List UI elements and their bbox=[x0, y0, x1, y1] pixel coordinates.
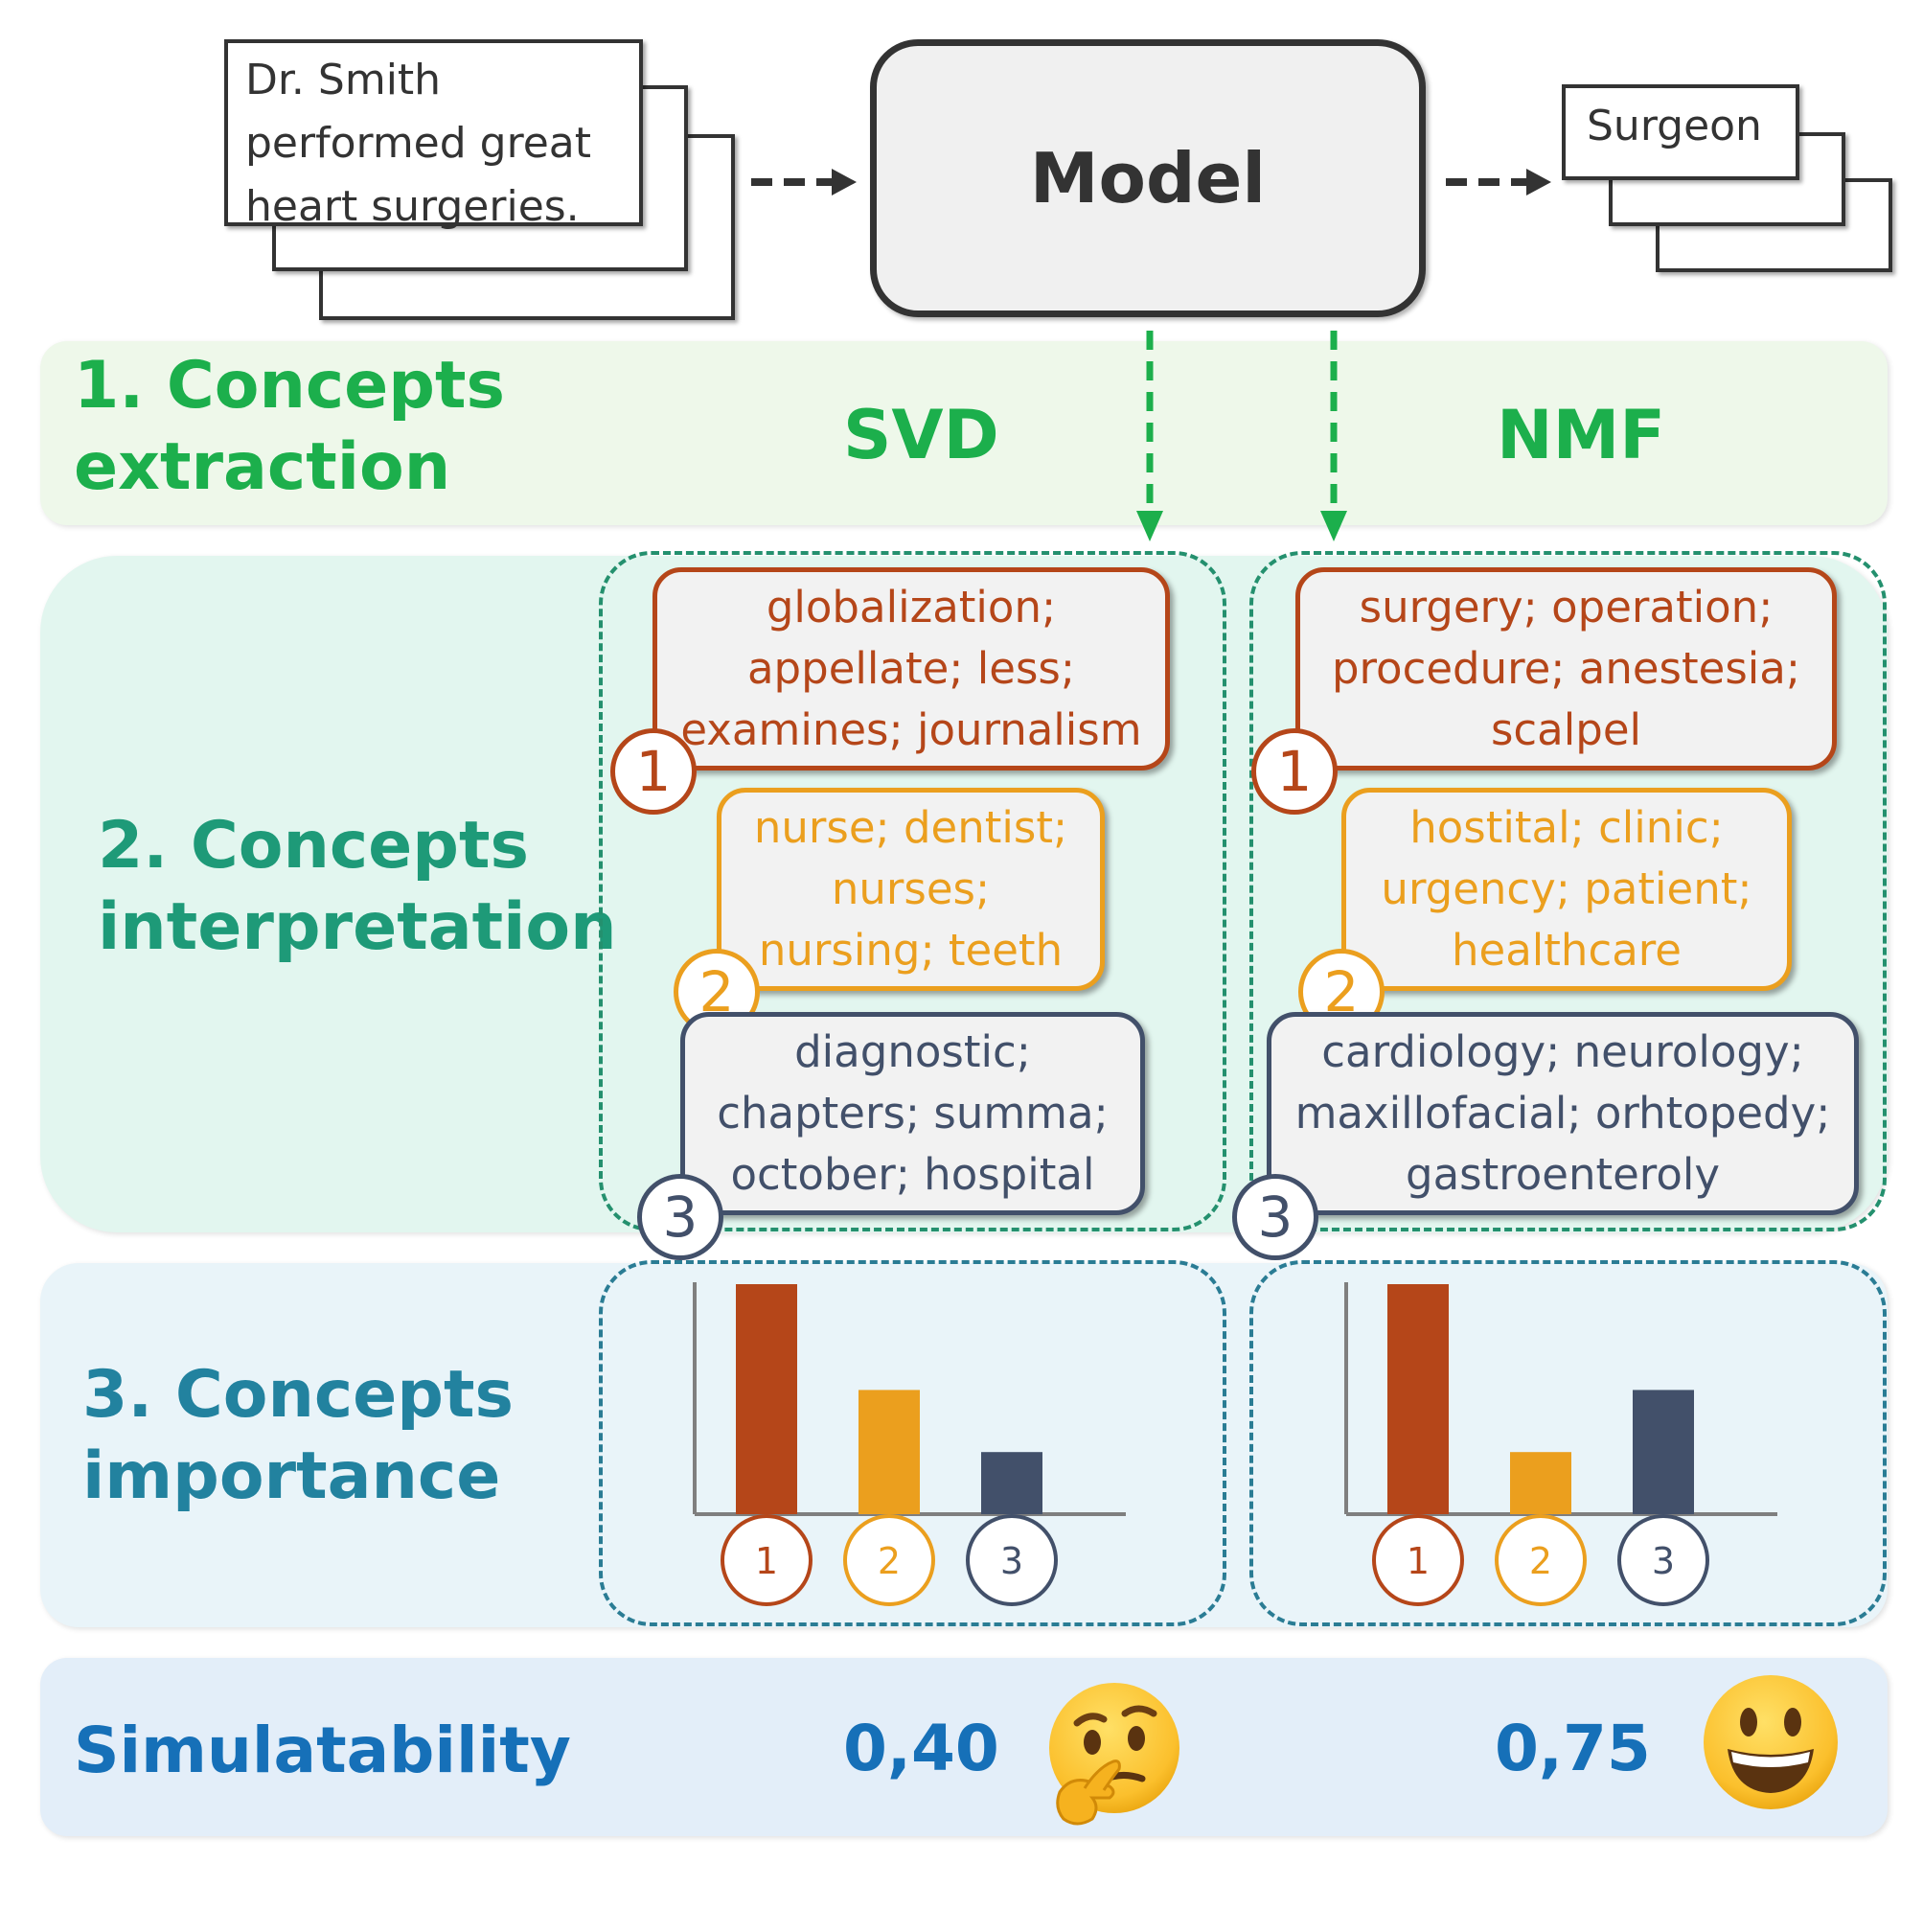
nmf-concept-1-badge: 1 bbox=[1251, 728, 1338, 815]
svd-tick-label-3: 3 bbox=[1000, 1540, 1023, 1582]
nmf-tick-label-3: 3 bbox=[1652, 1540, 1675, 1582]
nmf-concept-2-box: hostital; clinic; urgency; patient; heal… bbox=[1341, 788, 1792, 991]
extraction-band bbox=[40, 341, 1888, 525]
input-card-front: Dr. Smith performed great heart surgerie… bbox=[224, 39, 643, 231]
nmf-concept-1-words: surgery; operation; procedure; anestesia… bbox=[1331, 582, 1801, 755]
svd-concept-1-number: 1 bbox=[635, 739, 672, 804]
nmf-tick-badge-2 bbox=[1495, 1514, 1587, 1606]
svd-concept-2-box: nurse; dentist; nurses; nursing; teeth bbox=[717, 788, 1105, 991]
nmf-importance-chart: 1 2 3 bbox=[1344, 1282, 1777, 1606]
svd-simulatability-score: 0,40 bbox=[843, 1712, 999, 1785]
nmf-concept-1-box: surgery; operation; procedure; anestesia… bbox=[1295, 567, 1837, 770]
simulatability-band bbox=[40, 1658, 1888, 1836]
model-label: Model bbox=[1029, 138, 1267, 218]
nmf-concept-group bbox=[1249, 551, 1887, 1231]
svd-tick-label-2: 2 bbox=[878, 1540, 901, 1582]
model-box: Model bbox=[870, 39, 1426, 317]
svd-tick-badge-3 bbox=[966, 1514, 1058, 1606]
svd-tick-badge-1 bbox=[721, 1514, 813, 1606]
svd-concept-3-number: 3 bbox=[662, 1184, 698, 1250]
nmf-method-label: NMF bbox=[1497, 396, 1666, 474]
nmf-concept-3-box: cardiology; neurology; maxillofacial; or… bbox=[1267, 1012, 1859, 1215]
svd-concept-1-words: globalization; appellate; less; examines… bbox=[680, 582, 1142, 755]
nmf-concept-1-number: 1 bbox=[1276, 739, 1313, 804]
svd-concept-3-words: diagnostic; chapters; summa; october; ho… bbox=[717, 1026, 1109, 1200]
importance-title: 3. Concepts importance bbox=[82, 1357, 514, 1514]
nmf-tick-label-1: 1 bbox=[1407, 1540, 1430, 1582]
svd-bar-3 bbox=[981, 1452, 1042, 1514]
nmf-tick-label-2: 2 bbox=[1529, 1540, 1552, 1582]
model-to-svd-arrow bbox=[1136, 331, 1163, 541]
svd-concept-group bbox=[599, 551, 1226, 1231]
svd-concept-3-box: diagnostic; chapters; summa; october; ho… bbox=[680, 1012, 1145, 1215]
nmf-tick-badge-1 bbox=[1372, 1514, 1464, 1606]
grinning-face-icon bbox=[1704, 1675, 1838, 1809]
nmf-bar-3 bbox=[1633, 1390, 1694, 1514]
model-to-nmf-arrow bbox=[1320, 331, 1347, 541]
model-to-output-arrow bbox=[1446, 169, 1551, 196]
output-label: Surgeon bbox=[1587, 102, 1762, 150]
svd-concept-2-words: nurse; dentist; nurses; nursing; teeth bbox=[753, 802, 1068, 976]
svd-bar-1 bbox=[736, 1284, 797, 1514]
svd-concept-3-badge: 3 bbox=[637, 1174, 723, 1260]
nmf-concept-2-words: hostital; clinic; urgency; patient; heal… bbox=[1381, 802, 1752, 976]
nmf-concept-3-badge: 3 bbox=[1232, 1174, 1318, 1260]
svd-importance-chart: 1 2 3 bbox=[693, 1282, 1126, 1606]
thinking-face-icon bbox=[1049, 1683, 1179, 1826]
nmf-concept-3-number: 3 bbox=[1257, 1184, 1293, 1250]
nmf-importance-group bbox=[1249, 1260, 1887, 1626]
nmf-bar-2 bbox=[1510, 1452, 1571, 1514]
nmf-tick-badge-3 bbox=[1617, 1514, 1709, 1606]
svd-bar-2 bbox=[858, 1390, 920, 1514]
svd-tick-badge-2 bbox=[843, 1514, 935, 1606]
svd-method-label: SVD bbox=[843, 396, 999, 474]
input-to-model-arrow bbox=[751, 169, 857, 196]
input-sentence: Dr. Smith performed great heart surgerie… bbox=[245, 56, 592, 231]
extraction-title: 1. Concepts extraction bbox=[74, 348, 505, 505]
interpretation-title: 2. Concepts interpretation bbox=[98, 808, 617, 965]
nmf-simulatability-score: 0,75 bbox=[1495, 1712, 1651, 1785]
svd-importance-group bbox=[599, 1260, 1226, 1626]
svd-tick-label-1: 1 bbox=[755, 1540, 778, 1582]
output-card-front: Surgeon bbox=[1562, 84, 1799, 180]
nmf-bar-1 bbox=[1387, 1284, 1449, 1514]
nmf-concept-3-words: cardiology; neurology; maxillofacial; or… bbox=[1294, 1026, 1831, 1200]
svd-concept-1-box: globalization; appellate; less; examines… bbox=[652, 567, 1170, 770]
simulatability-title: Simulatability bbox=[74, 1714, 571, 1787]
svd-concept-1-badge: 1 bbox=[610, 728, 697, 815]
